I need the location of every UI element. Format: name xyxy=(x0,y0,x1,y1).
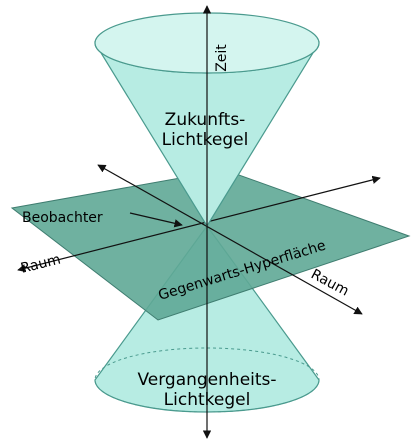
space-axis-label-right: Raum xyxy=(308,266,351,299)
future-cone-label-line2: Lichtkegel xyxy=(162,130,249,150)
space-axis-label-left: Raum xyxy=(19,252,62,277)
past-cone-label-line2: Lichtkegel xyxy=(164,390,251,410)
future-cone-label-line1: Zukunfts- xyxy=(165,110,246,130)
space-axis-2 xyxy=(97,164,363,315)
time-axis-label: Zeit xyxy=(214,44,230,72)
past-cone-label-line1: Vergangenheits- xyxy=(137,370,276,390)
observer-pointer xyxy=(129,212,183,228)
observer-label: Beobachter xyxy=(22,210,103,226)
